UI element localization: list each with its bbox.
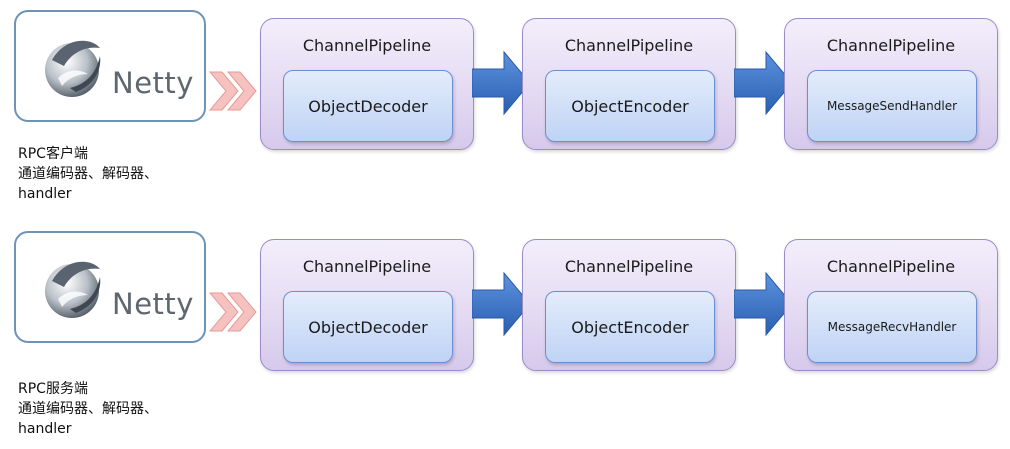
client-description: RPC客户端 通道编码器、解码器、 handler	[18, 144, 158, 204]
pipeline-title: ChannelPipeline	[564, 257, 694, 276]
handler-label: ObjectDecoder	[308, 96, 428, 116]
channel-pipeline-encoder: ChannelPipeline ObjectEncoder	[522, 18, 736, 150]
channel-pipeline-handler: ChannelPipeline MessageSendHandler	[784, 18, 998, 150]
netty-logo-icon	[45, 261, 101, 318]
channel-pipeline-handler: ChannelPipeline MessageRecvHandler	[784, 239, 998, 371]
client-label-line3: handler	[18, 186, 72, 202]
client-label-line2: 通道编码器、解码器、	[18, 166, 158, 182]
pipeline-title: ChannelPipeline	[302, 36, 432, 55]
handler-box-encoder: ObjectEncoder	[545, 70, 715, 142]
right-arrow-icon	[472, 50, 531, 116]
client-label-line1: RPC客户端	[18, 146, 88, 162]
handler-label: MessageRecvHandler	[827, 320, 957, 334]
handler-box-encoder: ObjectEncoder	[545, 291, 715, 363]
server-row: Netty RPC服务端 通道编码器、解码器、 handler ChannelP…	[0, 221, 1010, 446]
handler-box-recv: MessageRecvHandler	[807, 291, 977, 363]
netty-logo-card: Netty	[14, 10, 206, 122]
pipeline-title: ChannelPipeline	[302, 257, 432, 276]
server-label-line2: 通道编码器、解码器、	[18, 401, 158, 417]
pipeline-title: ChannelPipeline	[564, 36, 694, 55]
channel-pipeline-decoder: ChannelPipeline ObjectDecoder	[260, 18, 474, 150]
netty-logo-card: Netty	[14, 231, 206, 343]
handler-label: ObjectEncoder	[571, 317, 689, 337]
double-chevron-icon	[208, 292, 257, 332]
handler-label: MessageSendHandler	[826, 99, 958, 113]
server-label-line1: RPC服务端	[18, 381, 88, 397]
handler-label: ObjectEncoder	[571, 96, 689, 116]
right-arrow-icon	[734, 50, 793, 116]
channel-pipeline-encoder: ChannelPipeline ObjectEncoder	[522, 239, 736, 371]
netty-logo-icon	[45, 40, 101, 97]
netty-logo-text: Netty	[112, 66, 194, 100]
right-arrow-icon	[472, 271, 531, 337]
pipeline-title: ChannelPipeline	[826, 36, 956, 55]
double-chevron-icon	[208, 71, 257, 111]
right-arrow-icon	[734, 271, 793, 337]
channel-pipeline-decoder: ChannelPipeline ObjectDecoder	[260, 239, 474, 371]
pipeline-title: ChannelPipeline	[826, 257, 956, 276]
netty-logo-text: Netty	[112, 287, 194, 321]
client-row: Netty RPC客户端 通道编码器、解码器、 handler ChannelP…	[14, 10, 998, 204]
server-description: RPC服务端 通道编码器、解码器、 handler	[18, 379, 158, 439]
handler-label: ObjectDecoder	[308, 317, 428, 337]
handler-box-decoder: ObjectDecoder	[283, 70, 453, 142]
handler-box-decoder: ObjectDecoder	[283, 291, 453, 363]
handler-box-send: MessageSendHandler	[807, 70, 977, 142]
server-label-line3: handler	[18, 421, 72, 437]
